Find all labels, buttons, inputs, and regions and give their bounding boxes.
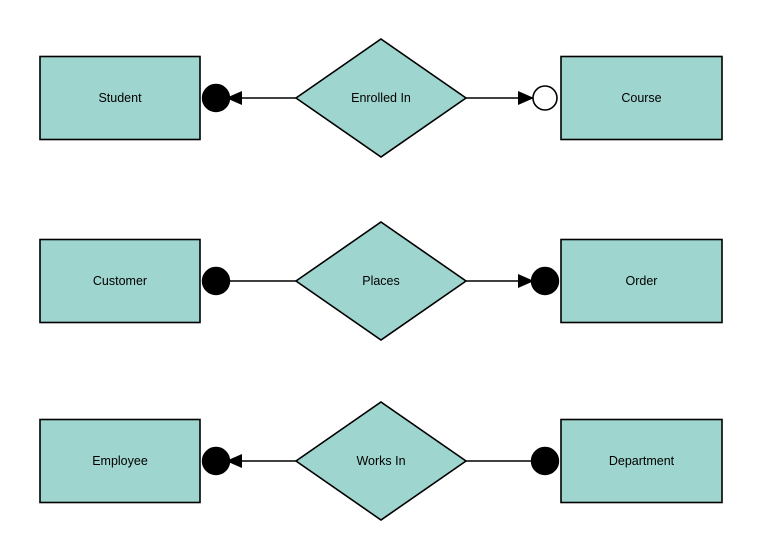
entity-box-department[interactable] [560,418,723,504]
relationship-label-places: Places [362,274,400,288]
er-row-enrolled-in: Student Enrolled In Course [39,38,723,158]
arrowhead-right-course [518,91,534,105]
entity-label-employee: Employee [92,454,148,468]
er-row-places: Customer Places Order [39,221,723,341]
connector-filled-circle-department[interactable] [530,446,560,476]
relationship-diamond-places[interactable] [294,221,468,341]
connector-filled-circle-employee[interactable] [201,446,231,476]
relationship-label-works-in: Works In [356,454,405,468]
entity-label-course: Course [621,91,661,105]
relationship-diamond-works-in[interactable] [294,401,468,521]
arrowhead-left-employee [226,454,242,468]
entity-box-employee[interactable] [39,418,201,504]
relationship-label-enrolled-in: Enrolled In [351,91,411,105]
entity-box-customer[interactable] [39,238,201,324]
entity-box-course[interactable] [560,55,723,141]
entity-label-customer: Customer [93,274,147,288]
connector-filled-circle-student[interactable] [201,83,231,113]
arrowhead-right-order [518,274,534,288]
connector-hollow-circle-course[interactable] [532,85,558,111]
entity-label-student: Student [98,91,142,105]
connector-filled-circle-order[interactable] [530,266,560,296]
entity-label-order: Order [626,274,658,288]
er-row-works-in: Employee Works In Department [39,401,723,521]
entity-box-student[interactable] [39,55,201,141]
entity-box-order[interactable] [560,238,723,324]
arrowhead-left-student [226,91,242,105]
relationship-diamond-enrolled-in[interactable] [294,38,468,158]
connector-filled-circle-customer[interactable] [201,266,231,296]
entity-label-department: Department [609,454,675,468]
